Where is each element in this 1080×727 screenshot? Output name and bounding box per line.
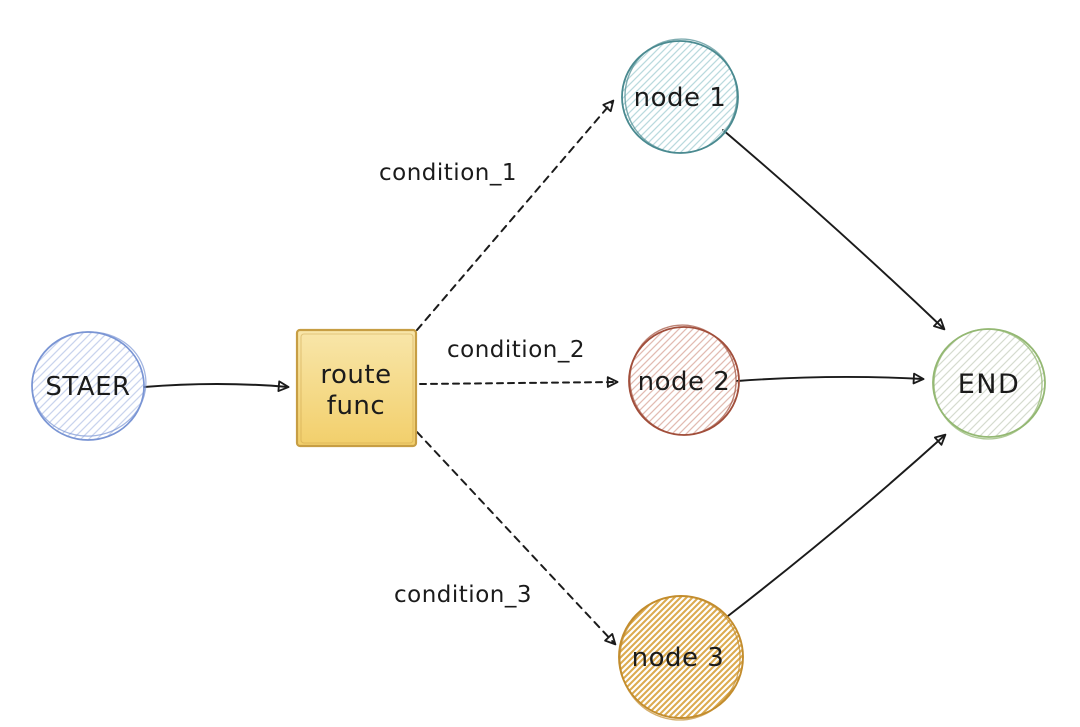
node-3-label: node 3 — [632, 643, 725, 673]
start-node: STAER — [31, 331, 147, 441]
start-node-label: STAER — [45, 372, 130, 402]
end-node-label: END — [958, 369, 1021, 400]
node-1-label: node 1 — [634, 83, 727, 113]
start-node-sketch-stroke — [31, 331, 147, 437]
node-1: node 1 — [621, 38, 739, 154]
router-node-label-line2: func — [327, 391, 385, 421]
router-node: route func — [295, 328, 418, 448]
node-3-sketch-stroke — [619, 595, 741, 721]
end-node: END — [932, 328, 1046, 440]
edge-router-to-node3 — [416, 431, 617, 646]
edge-start-to-router — [143, 380, 290, 392]
node-2-sketch-stroke — [629, 324, 737, 436]
router-node-shape — [295, 328, 418, 448]
edge-node3-to-end — [727, 433, 947, 617]
edge-label-condition-1: condition_1 — [379, 160, 517, 186]
edges-layer — [143, 99, 947, 646]
end-node-sketch-stroke — [933, 328, 1043, 440]
edge-label-condition-3: condition_3 — [394, 582, 532, 608]
node-2: node 2 — [628, 324, 740, 436]
edge-node1-to-end — [722, 129, 946, 331]
node-1-sketch-stroke — [624, 38, 738, 154]
edge-label-condition-2: condition_2 — [447, 337, 585, 363]
node-3: node 3 — [618, 595, 744, 721]
edge-router-to-node2 — [419, 376, 619, 388]
router-node-sketch-stroke — [300, 333, 414, 444]
edge-node2-to-end — [736, 372, 925, 385]
edge-router-to-node1 — [416, 99, 615, 331]
edge-labels-layer: condition_1 condition_2 condition_3 — [379, 160, 585, 608]
router-node-label-line1: route — [320, 360, 391, 390]
node-2-label: node 2 — [638, 367, 731, 397]
